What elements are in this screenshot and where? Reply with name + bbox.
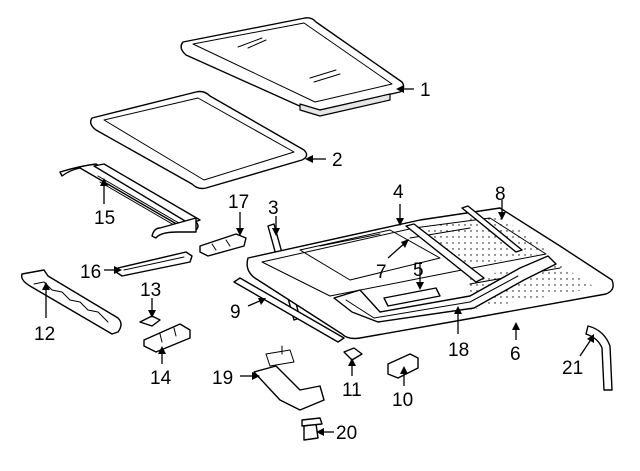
callout-11: 11 — [342, 380, 362, 401]
sunroof-seal — [89, 90, 308, 190]
leader-lines — [42, 85, 594, 436]
callout-7: 7 — [376, 262, 387, 283]
callout-6: 6 — [510, 344, 521, 365]
callout-19: 19 — [212, 368, 233, 389]
trim-molding — [585, 325, 613, 391]
callout-13: 13 — [140, 280, 161, 301]
callout-21: 21 — [562, 358, 583, 379]
callout-12: 12 — [34, 324, 55, 345]
callout-2: 2 — [332, 150, 343, 171]
callout-3: 3 — [268, 198, 279, 219]
bracket-block — [143, 323, 191, 353]
side-seal — [383, 287, 441, 307]
switch-knob — [301, 417, 323, 441]
roof-panel — [246, 207, 614, 340]
callout-15: 15 — [94, 208, 115, 229]
rear-crossmember — [461, 205, 523, 253]
callout-10: 10 — [392, 390, 413, 411]
callout-18: 18 — [448, 340, 469, 361]
main-frame — [333, 255, 557, 323]
stop-block — [343, 347, 363, 361]
corner-bracket — [387, 353, 419, 379]
callout-8: 8 — [495, 184, 506, 205]
drive-motor — [253, 345, 325, 411]
glass-panel — [180, 17, 405, 117]
bracket — [199, 233, 247, 257]
front-crossmember — [405, 223, 485, 283]
callout-9: 9 — [230, 302, 241, 323]
callout-4: 4 — [393, 182, 404, 203]
sunshade — [59, 163, 201, 239]
callout-5: 5 — [413, 260, 424, 281]
drain-rail — [233, 277, 345, 343]
callout-20: 20 — [336, 423, 357, 444]
callout-1: 1 — [420, 80, 431, 101]
callout-16: 16 — [80, 262, 101, 283]
clip — [139, 315, 161, 327]
callout-labels: 1 2 3 4 5 6 7 8 9 10 11 12 13 14 15 16 1… — [34, 80, 583, 444]
guide-bar — [115, 251, 193, 277]
callout-17: 17 — [228, 192, 249, 213]
callout-14: 14 — [150, 368, 172, 389]
